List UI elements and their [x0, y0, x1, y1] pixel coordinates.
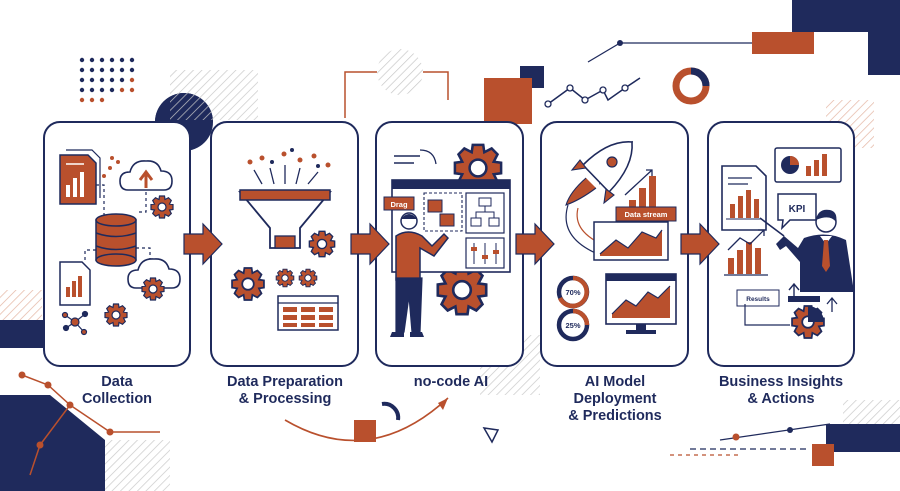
gear-icon [231, 267, 265, 301]
table-icon [277, 295, 339, 331]
stage-label-line: Deployment [573, 391, 657, 407]
stage-label-line: & Actions [747, 391, 815, 407]
arrow-2-icon [350, 222, 390, 266]
bar-chart-icon [624, 169, 656, 210]
presenter-icon [759, 209, 854, 292]
gear-icon [104, 303, 128, 327]
funnel-icon [238, 189, 332, 249]
data-stream-label: Data stream [625, 210, 668, 219]
stage-label-line: Business Insights [718, 374, 844, 390]
document-chart-icon [59, 149, 101, 205]
document-icon [59, 261, 91, 306]
gear-icon [150, 195, 174, 219]
rocket-icon [565, 140, 633, 206]
gear-icon [141, 277, 165, 301]
stage-label-line: AI Model [584, 374, 646, 390]
pie-chart-icon [774, 147, 842, 183]
stage-4-illustration [556, 140, 677, 342]
stage-label-3: no-code AI [366, 374, 536, 391]
person-icon [390, 212, 449, 337]
line-chart-icon [593, 221, 669, 261]
percent-label-25: 25% [565, 321, 580, 330]
cloud-upload-icon [119, 160, 173, 191]
donut-icon [556, 275, 590, 342]
percent-label-70: 70% [565, 288, 580, 297]
stage-label-line: no-code AI [413, 374, 489, 390]
flow-arrows [183, 222, 720, 266]
database-icon [95, 213, 137, 267]
stage-3-illustration [383, 143, 511, 337]
stage-label-line: & Processing [238, 391, 332, 407]
bar-chart-icon [724, 229, 768, 276]
stage-label-2: Data Preparation & Processing [200, 374, 370, 408]
stage-2-illustration [231, 148, 339, 331]
arrow-3-icon [515, 222, 555, 266]
stage-label-5: Business Insights & Actions [696, 374, 866, 408]
stage-label-1: Data Collection [32, 374, 202, 408]
monitor-icon [605, 273, 677, 334]
report-icon [721, 165, 767, 231]
stage-1-illustration [59, 149, 181, 336]
gear-icon [436, 264, 488, 316]
arrow-4-icon [680, 222, 720, 266]
stage-label-4: AI Model Deployment & Predictions [530, 374, 700, 425]
results-label: Results [746, 296, 770, 303]
stage-5-illustration [721, 147, 854, 339]
stage-label-line: & Predictions [568, 408, 662, 424]
gear-icon [275, 268, 295, 288]
kpi-label: KPI [789, 204, 806, 215]
network-icon [61, 310, 89, 336]
gear-icon [298, 268, 318, 288]
drag-label: Drag [390, 200, 408, 209]
cloud-icon [127, 258, 181, 289]
gear-icon [308, 230, 336, 258]
arrow-1-icon [183, 222, 223, 266]
stage-label-line: Collection [81, 391, 153, 407]
stage-label-line: Data [101, 374, 133, 390]
stage-label-line: Data Preparation [226, 374, 344, 390]
